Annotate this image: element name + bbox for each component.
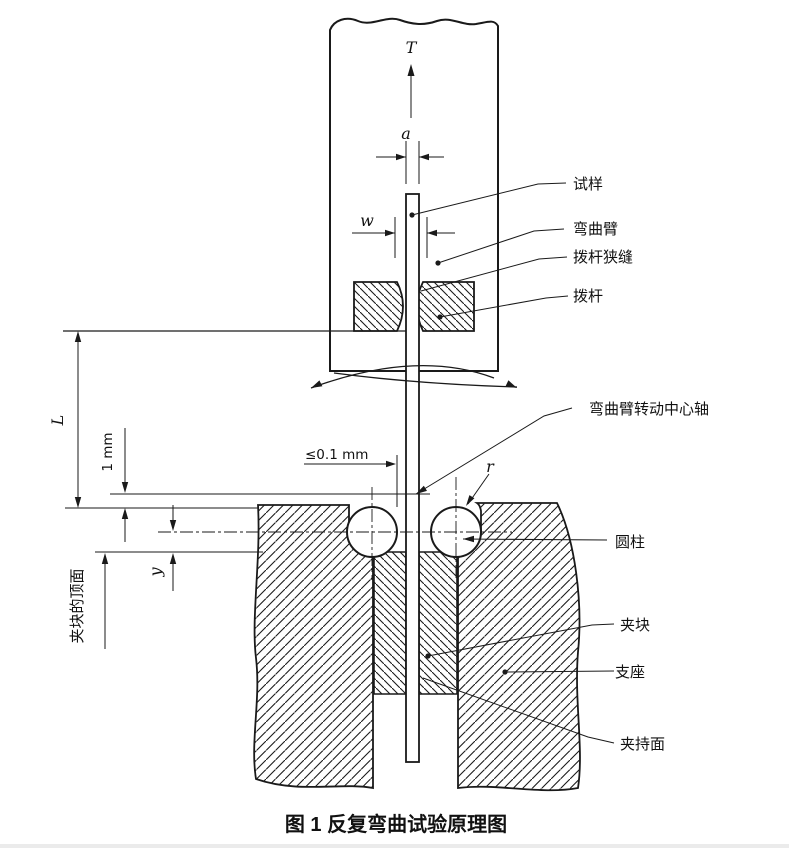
lever-label: 拨杆 — [573, 288, 603, 305]
clamp-distance-label: y — [146, 567, 165, 578]
axis-offset-label: 1 mm — [100, 432, 116, 471]
swing-arrow-right — [505, 380, 517, 388]
thickness-label: a — [401, 124, 411, 143]
clamping-surface-label: 夹持面 — [620, 736, 665, 753]
specimen-strip — [405, 193, 420, 763]
clamp-block-right — [418, 551, 458, 695]
clamp-block-label: 夹块 — [620, 617, 650, 634]
leader-dots — [409, 212, 508, 675]
bending-arm-label: 弯曲臂 — [573, 221, 618, 238]
cylinder-center-lines — [158, 477, 512, 580]
free-length-label: L — [48, 415, 67, 427]
swing-motion-arcs — [310, 364, 518, 389]
specimen-label: 试样 — [573, 176, 603, 193]
lever-slot-label: 拨杆狭缝 — [573, 249, 633, 266]
rotation-axis-label: 弯曲臂转动中心轴 — [589, 401, 709, 418]
scan-artifact-strip — [0, 844, 789, 848]
radius-label: r — [486, 457, 495, 476]
lever-left-block — [353, 281, 404, 332]
slot-width-label: w — [360, 211, 374, 230]
leader-lines — [411, 182, 615, 744]
arrowheads — [74, 64, 475, 564]
clamp-block-left — [373, 551, 407, 695]
support-label: 支座 — [615, 664, 645, 681]
swing-arrow-left — [311, 380, 323, 388]
figure-caption: 图 1 反复弯曲试验原理图 — [285, 812, 507, 836]
force-label: T — [406, 38, 418, 57]
clamp-top-surface-label: 夹块的顶面 — [69, 568, 86, 643]
cylinder-label: 圆柱 — [615, 534, 645, 551]
clearance-label: ≤0.1 mm — [305, 447, 368, 463]
